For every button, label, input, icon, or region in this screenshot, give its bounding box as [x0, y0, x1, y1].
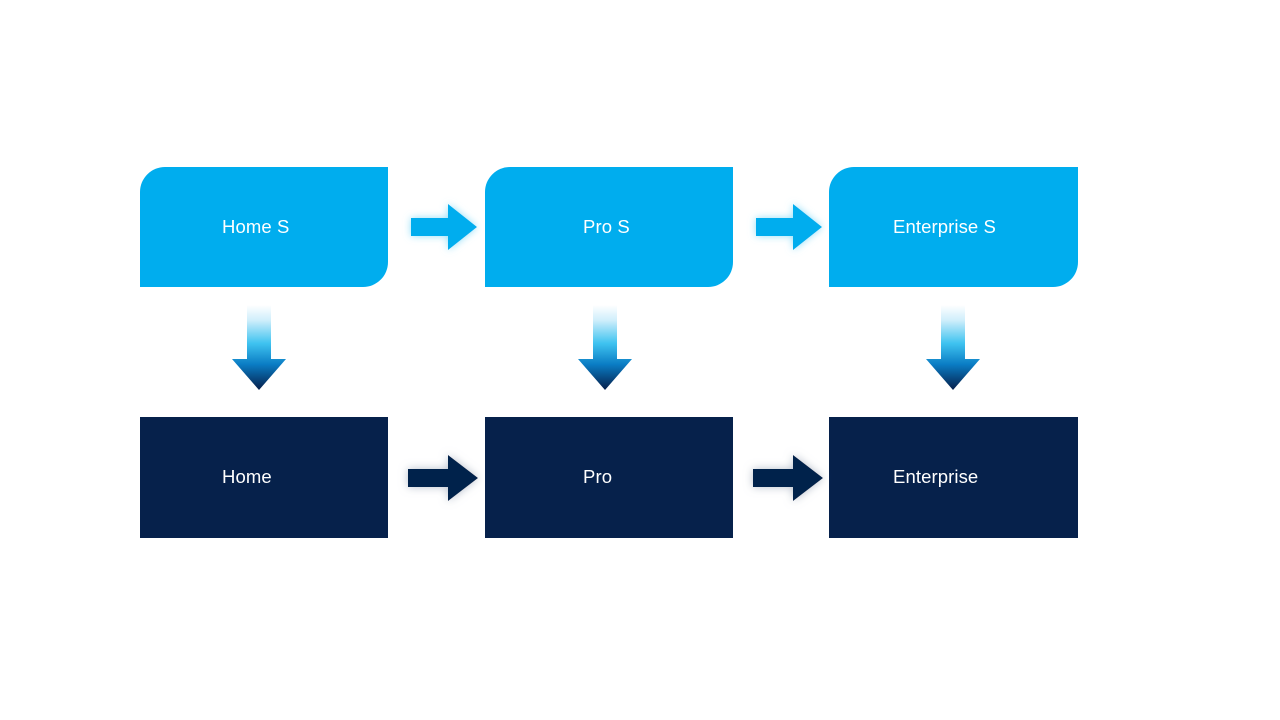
service-node-label: Pro S	[583, 215, 630, 237]
down-arrow-3	[922, 303, 984, 395]
arrow-right-icon	[756, 204, 822, 250]
service-arrow-2	[749, 196, 829, 258]
service-node-label: Enterprise S	[893, 215, 996, 237]
arrow-down-icon	[578, 305, 632, 390]
product-node-label: Enterprise	[893, 466, 979, 488]
service-node-enterprise-s[interactable]: Enterprise S	[829, 167, 1078, 287]
product-arrow-2	[745, 447, 829, 509]
product-arrow-1	[400, 447, 484, 509]
product-node-label: Home	[222, 466, 272, 488]
down-arrow-2	[574, 303, 636, 395]
service-arrow-1	[404, 196, 484, 258]
arrow-right-icon	[753, 455, 823, 501]
product-node-enterprise[interactable]: Enterprise	[829, 417, 1078, 538]
arrow-right-icon	[411, 204, 477, 250]
service-node-pro-s[interactable]: Pro S	[485, 167, 733, 287]
service-node-label: Home S	[222, 215, 290, 237]
down-arrow-1	[228, 303, 290, 395]
arrow-down-icon	[926, 305, 980, 390]
product-node-home[interactable]: Home	[140, 417, 388, 538]
product-node-label: Pro	[583, 466, 613, 488]
arrow-right-icon	[408, 455, 478, 501]
arrow-down-icon	[232, 305, 286, 390]
product-node-pro[interactable]: Pro	[485, 417, 733, 538]
service-node-home-s[interactable]: Home S	[140, 167, 388, 287]
